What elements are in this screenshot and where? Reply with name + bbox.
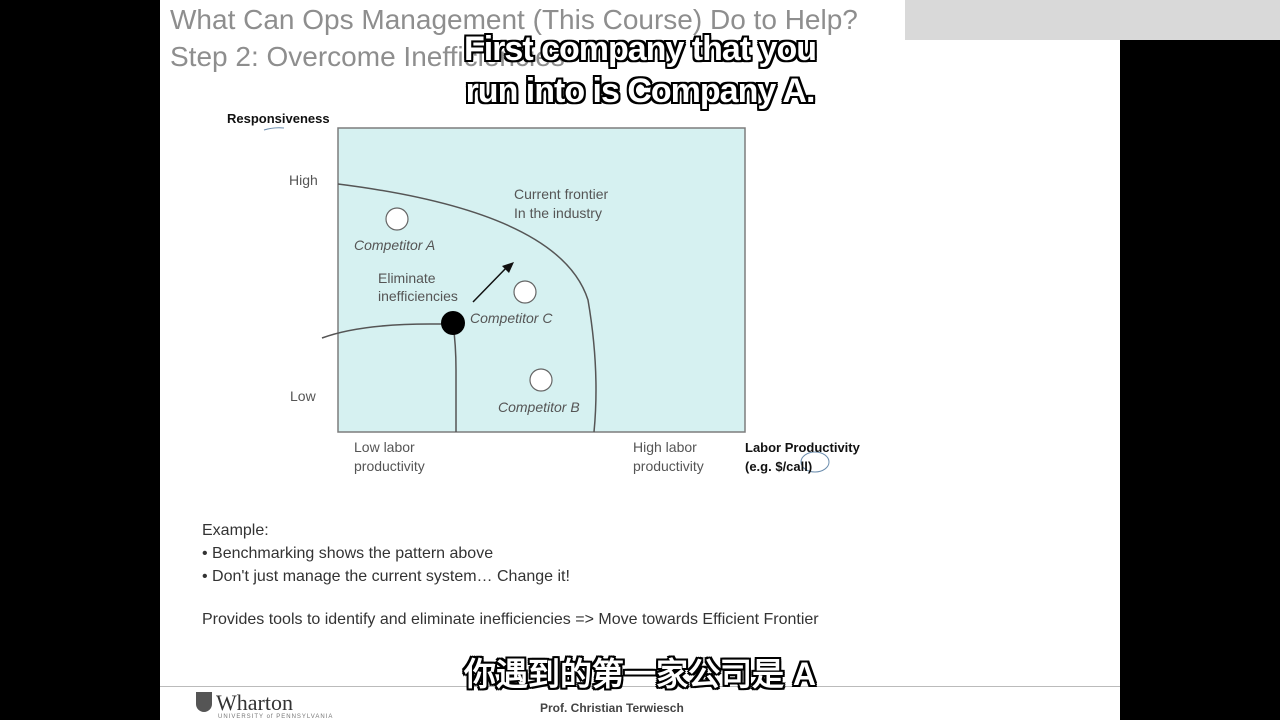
our-company-marker xyxy=(441,311,465,335)
y-axis-low-label: Low xyxy=(290,388,317,404)
footer-divider xyxy=(160,686,1120,687)
watermark-box xyxy=(905,0,1280,40)
improvement-arrow-shaft xyxy=(472,265,509,303)
example-bullet-2: • Don't just manage the current system… … xyxy=(202,568,570,585)
example-bullet-1: • Benchmarking shows the pattern above xyxy=(202,545,494,562)
arrow-label-line1: Eliminate xyxy=(378,270,436,286)
english-subtitle: First company that you run into is Compa… xyxy=(380,28,900,112)
competitor-c-marker xyxy=(513,280,537,304)
frontier-label-line2: In the industry xyxy=(514,205,602,221)
competitor-a-marker xyxy=(385,207,409,231)
slide-title-line1: What Can Ops Management (This Course) Do… xyxy=(170,4,858,35)
wharton-logo: Wharton xyxy=(196,692,293,714)
competitor-a-label: Competitor A xyxy=(354,237,435,253)
english-subtitle-line2: run into is Company A. xyxy=(465,72,816,110)
slide-title-line2: Step 2: Overcome Inefficiencies xyxy=(170,41,565,72)
example-heading: Example: xyxy=(202,522,269,539)
current-position-curve-horizontal xyxy=(321,323,453,339)
competitor-c-label: Competitor C xyxy=(470,310,553,326)
logo-subtext: UNIVERSITY of PENNSYLVANIA xyxy=(218,714,334,720)
arrow-label-line2: inefficiencies xyxy=(378,288,458,304)
x-axis-low-label-line1: Low labor xyxy=(354,439,415,455)
annotation-circle xyxy=(800,451,830,473)
english-subtitle-line1: First company that you xyxy=(463,30,817,68)
improvement-arrow-head xyxy=(502,262,514,273)
presenter-name: Prof. Christian Terwiesch xyxy=(540,701,684,715)
competitor-b-marker xyxy=(529,368,553,392)
example-conclusion: Provides tools to identify and eliminate… xyxy=(202,611,819,628)
chinese-subtitle: 你遇到的第一家公司是 A xyxy=(463,656,816,692)
y-axis-title: Responsiveness xyxy=(227,111,330,126)
logo-text: Wharton xyxy=(216,690,293,715)
slide: What Can Ops Management (This Course) Do… xyxy=(160,0,1120,720)
y-axis-high-label: High xyxy=(289,172,318,188)
shield-icon xyxy=(196,692,212,712)
x-axis-title-line2: (e.g. $/call) xyxy=(745,459,812,474)
x-axis-high-label-line2: productivity xyxy=(633,458,704,474)
x-axis-high-label-line1: High labor xyxy=(633,439,697,455)
frontier-label-line1: Current frontier xyxy=(514,186,608,202)
competitor-b-label: Competitor B xyxy=(498,399,580,415)
efficient-frontier-curve xyxy=(337,183,597,433)
x-axis-low-label-line2: productivity xyxy=(354,458,425,474)
x-axis-title-line1: Labor Productivity xyxy=(745,440,861,455)
frontier-diagram: Responsiveness High Low Low labor produc… xyxy=(227,111,861,474)
annotation-underline xyxy=(263,127,285,131)
